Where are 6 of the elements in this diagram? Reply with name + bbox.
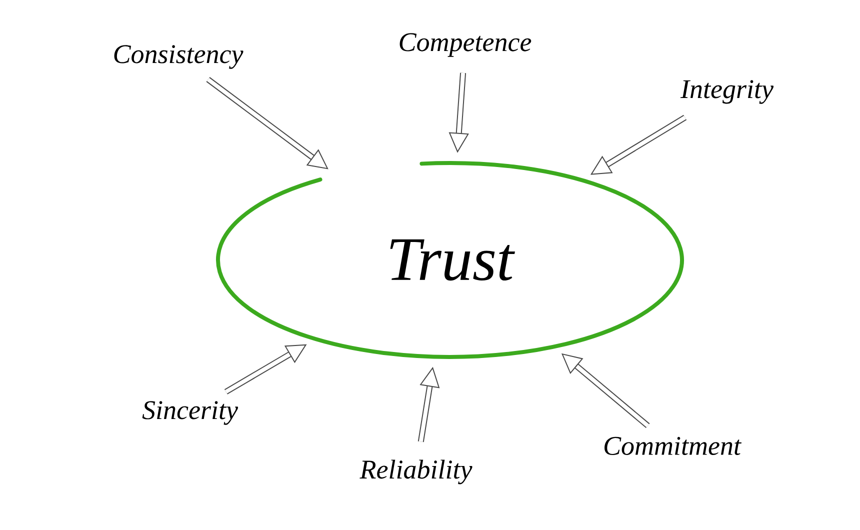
label-text: Commitment — [604, 436, 742, 456]
label-text: Sincerity — [142, 401, 238, 425]
label-text: Competence — [400, 33, 532, 57]
label-text: Reliability — [360, 460, 472, 484]
label-text: Integrity — [680, 80, 774, 104]
label-text: Consistency — [114, 45, 244, 69]
